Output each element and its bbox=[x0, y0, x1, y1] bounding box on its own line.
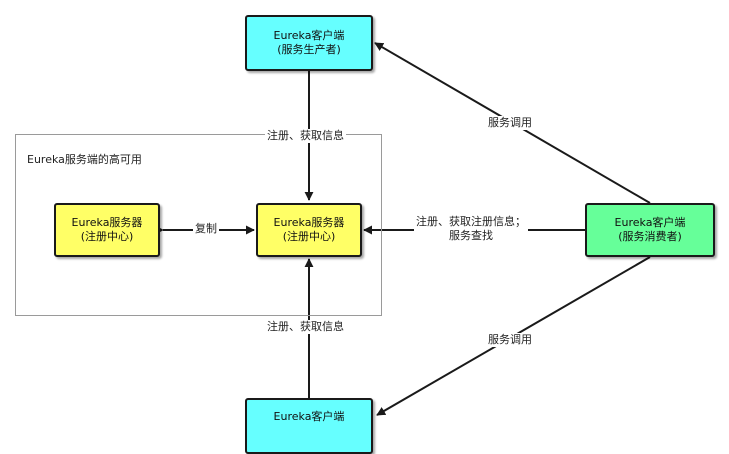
label-consumer-register-line2: 服务查找 bbox=[449, 229, 493, 242]
node-server-center-title: Eureka服务器 bbox=[273, 216, 345, 229]
server-ha-group bbox=[15, 134, 382, 316]
label-consumer-register-line1: 注册、获取注册信息； bbox=[416, 215, 526, 228]
node-producer-top-subtitle: (服务生产者) bbox=[277, 43, 341, 56]
node-consumer-title: Eureka客户端 bbox=[614, 216, 686, 229]
server-ha-group-title: Eureka服务端的高可用 bbox=[27, 153, 142, 166]
node-server-center[interactable]: Eureka服务器 (注册中心) bbox=[256, 203, 362, 257]
label-replicate: 复制 bbox=[193, 222, 219, 236]
node-server-left-title: Eureka服务器 bbox=[71, 216, 143, 229]
label-call-top: 服务调用 bbox=[486, 116, 534, 130]
node-producer-bottom-title: Eureka客户端 bbox=[273, 410, 345, 423]
node-producer-top-title: Eureka客户端 bbox=[273, 29, 345, 42]
node-server-center-subtitle: (注册中心) bbox=[282, 230, 336, 243]
node-producer-top[interactable]: Eureka客户端 (服务生产者) bbox=[245, 15, 373, 71]
node-producer-bottom[interactable]: Eureka客户端 bbox=[245, 398, 373, 454]
node-server-left[interactable]: Eureka服务器 (注册中心) bbox=[54, 203, 160, 257]
node-consumer[interactable]: Eureka客户端 (服务消费者) bbox=[585, 203, 715, 257]
node-consumer-subtitle: (服务消费者) bbox=[618, 230, 682, 243]
node-server-left-subtitle: (注册中心) bbox=[80, 230, 134, 243]
label-register-bottom: 注册、获取信息 bbox=[265, 320, 346, 334]
label-register-top: 注册、获取信息 bbox=[265, 129, 346, 143]
label-call-bottom: 服务调用 bbox=[486, 333, 534, 347]
label-consumer-register: 注册、获取注册信息； 服务查找 bbox=[414, 215, 528, 243]
